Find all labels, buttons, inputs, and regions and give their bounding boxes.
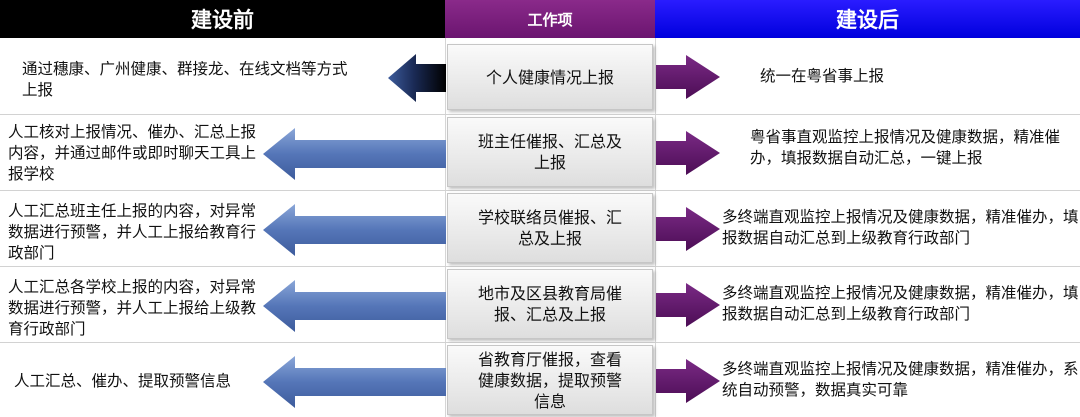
row-separator [0, 342, 1080, 343]
row-separator [0, 266, 1080, 267]
before-text-4: 人工汇总各学校上报的内容，对异常数据进行预警，并人工上报给上级教育行政部门 [8, 278, 257, 338]
row-separator [0, 190, 1080, 191]
arrow-right-icon [656, 207, 720, 251]
work-item-5: 省教育厅催报，查看健康数据，提取预警信息 [447, 345, 653, 415]
header-work-item: 工作项 [445, 0, 655, 38]
arrow-right-icon [656, 283, 720, 327]
row-separator [0, 114, 1080, 115]
after-text-2: 粤省事直观监控上报情况及健康数据，精准催办，填报数据自动汇总，一键上报 [750, 128, 1061, 167]
divider-right [655, 38, 656, 417]
arrow-left-icon [263, 280, 446, 332]
arrow-left-icon [263, 356, 446, 408]
arrow-right-icon [656, 131, 720, 175]
arrow-right-icon [656, 359, 720, 403]
before-text-1: 通过穗康、广州健康、群接龙、在线文档等方式上报 [22, 60, 348, 99]
work-item-3: 学校联络员催报、汇总及上报 [447, 193, 653, 263]
after-text-1: 统一在粤省事上报 [760, 67, 885, 85]
work-item-4: 地市及区县教育局催报、汇总及上报 [447, 269, 653, 339]
arrow-left-icon [388, 54, 446, 102]
after-text-3: 多终端直观监控上报情况及健康数据，精准催办，填报数据自动汇总到上级教育行政部门 [722, 208, 1079, 247]
header-before: 建设前 [0, 0, 445, 38]
before-text-3: 人工汇总班主任上报的内容，对异常数据进行预警，并人工上报给教育行政部门 [8, 202, 257, 262]
arrow-right-icon [656, 55, 720, 99]
after-text-4: 多终端直观监控上报情况及健康数据，精准催办，填报数据自动汇总到上级教育行政部门 [722, 284, 1079, 323]
arrow-left-icon [263, 204, 446, 256]
arrow-left-icon [263, 128, 446, 180]
header-after: 建设后 [655, 0, 1080, 38]
before-text-5: 人工汇总、催办、提取预警信息 [14, 372, 232, 390]
before-text-2: 人工核对上报情况、催办、汇总上报内容，并通过邮件或即时聊天工具上报学校 [8, 123, 257, 183]
work-item-1: 个人健康情况上报 [447, 44, 653, 110]
after-text-5: 多终端直观监控上报情况及健康数据，精准催办，系统自动预警，数据真实可靠 [722, 360, 1079, 399]
work-item-2: 班主任催报、汇总及上报 [447, 117, 653, 187]
